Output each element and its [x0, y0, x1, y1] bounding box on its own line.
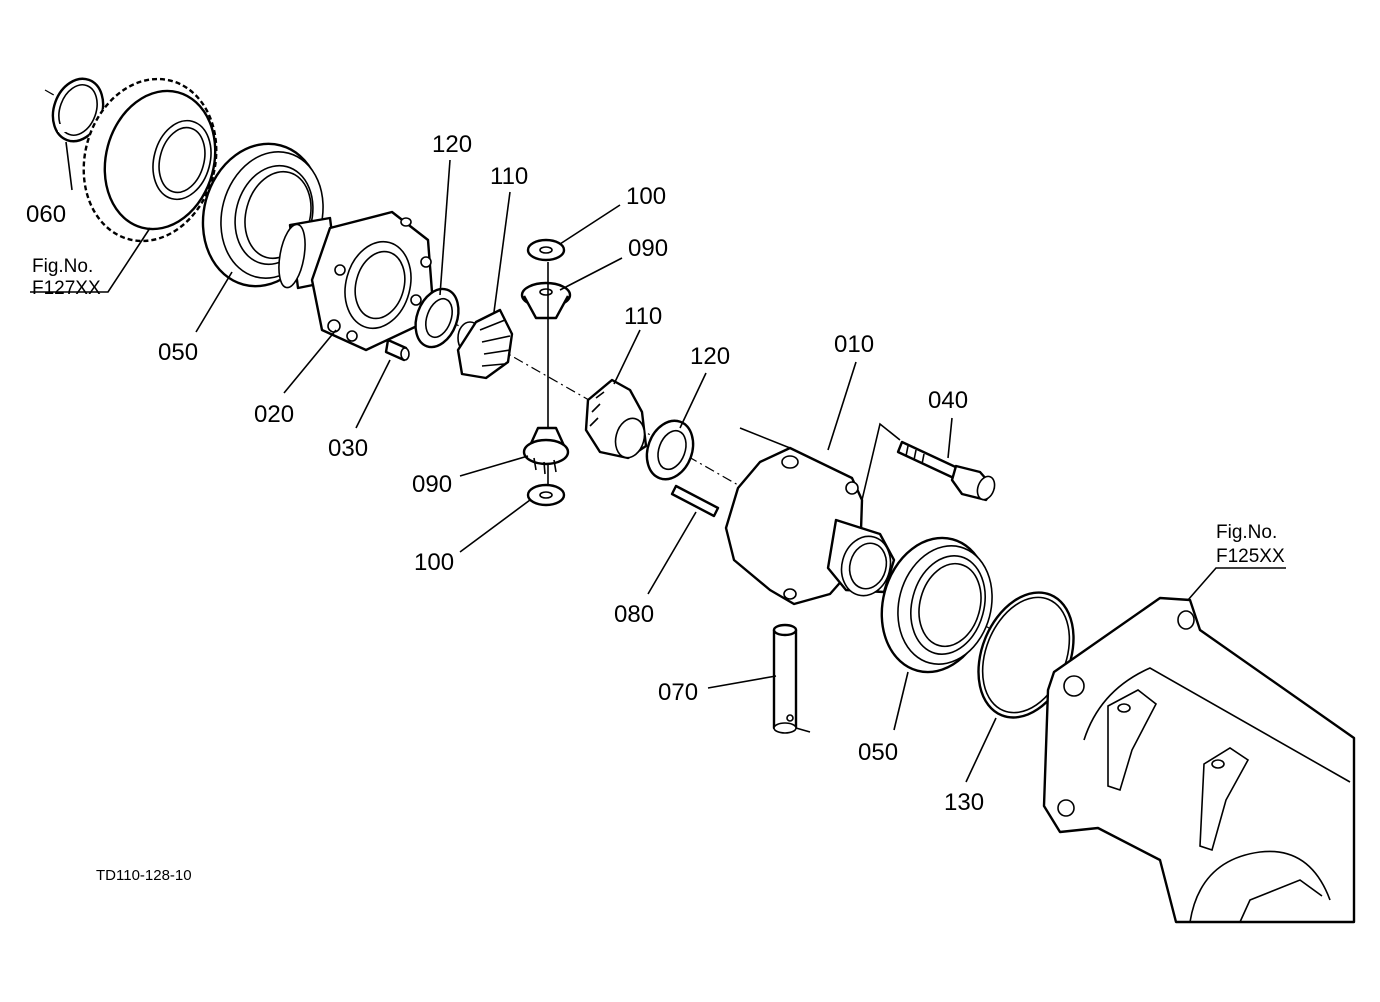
callout-090-top: 090 [628, 235, 668, 262]
callout-100-top: 100 [626, 183, 666, 210]
callout-050-left: 050 [158, 339, 198, 366]
callout-090-bottom: 090 [412, 471, 452, 498]
part-110-side-gear-top [456, 308, 514, 380]
callout-060: 060 [26, 201, 66, 228]
leader-lines [30, 141, 1286, 783]
fig-ref-right-line1: Fig.No. [1216, 522, 1277, 543]
part-040-bolt [896, 440, 996, 502]
part-030-pin [384, 338, 410, 362]
part-090-pinion-top [520, 281, 572, 320]
callout-120-middle: 120 [690, 343, 730, 370]
part-020-differential-case [278, 210, 436, 352]
part-transmission-housing-f125xx [1042, 596, 1356, 924]
fig-ref-left-line2: F127XX [32, 278, 101, 299]
part-010-differential-housing [724, 446, 896, 606]
part-070-shaft [772, 623, 798, 734]
part-external-gear-f127xx [82, 77, 218, 243]
fig-ref-left-line1: Fig.No. [32, 256, 93, 277]
bolt-leader-step [861, 422, 901, 501]
callout-130: 130 [944, 789, 984, 816]
callout-040: 040 [928, 387, 968, 414]
part-050-bearing-right [880, 536, 993, 674]
callout-030: 030 [328, 435, 368, 462]
callout-050-right: 050 [858, 739, 898, 766]
callout-020: 020 [254, 401, 294, 428]
part-090-pinion-bottom [522, 426, 570, 475]
callout-100-bottom: 100 [414, 549, 454, 576]
callout-080: 080 [614, 601, 654, 628]
callout-070: 070 [658, 679, 698, 706]
part-120-thrust-washer-top [414, 287, 460, 349]
part-110-side-gear-middle [584, 378, 648, 460]
callout-120-top: 120 [432, 131, 472, 158]
part-120-thrust-washer-middle [645, 419, 695, 481]
part-100-washer-top [526, 238, 566, 262]
part-080-pin [670, 484, 720, 518]
part-060-snap-ring [51, 77, 105, 143]
part-100-washer-bottom [526, 483, 566, 507]
callout-110-top: 110 [490, 163, 528, 190]
fig-ref-right-line2: F125XX [1216, 546, 1285, 567]
callout-110-middle: 110 [624, 303, 662, 330]
drawing-code: TD110-128-10 [96, 867, 192, 884]
callout-010: 010 [834, 331, 874, 358]
